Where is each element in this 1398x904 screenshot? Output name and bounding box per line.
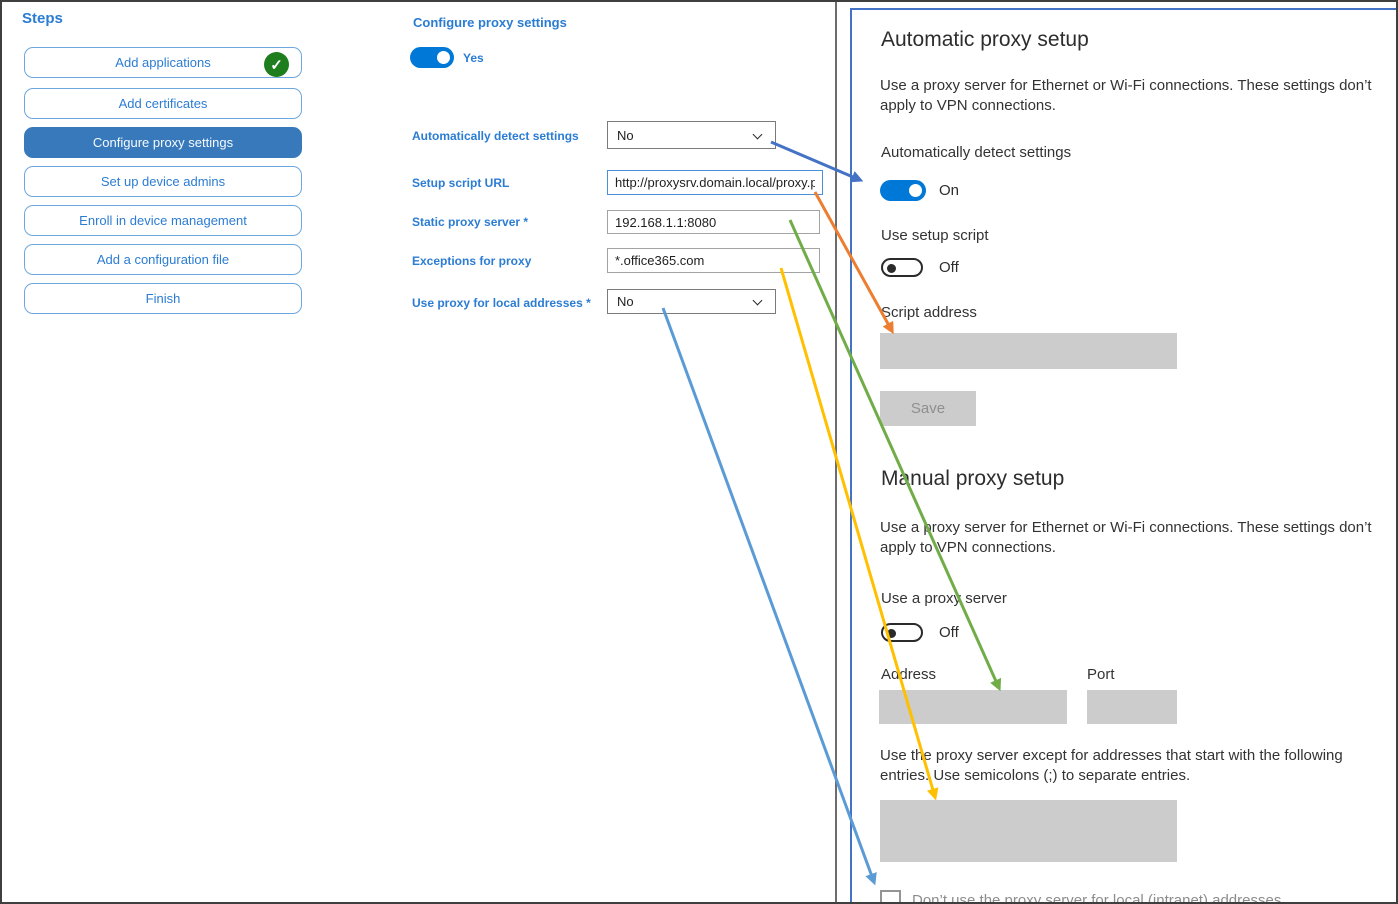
chevron-down-icon [752,129,763,140]
step-label: Finish [145,291,181,306]
use-setup-script-toggle[interactable] [881,258,923,277]
use-setup-script-state: Off [939,259,959,276]
port-label: Port [1087,666,1115,683]
save-button[interactable]: Save [880,391,976,426]
step-add-certificates[interactable]: Add certificates [24,88,302,119]
windows-proxy-settings-panel: Automatic proxy setup Use a proxy server… [850,8,1396,904]
step-set-up-device-admins[interactable]: Set up device admins [24,166,302,197]
field-label-local-addresses: Use proxy for local addresses * [412,296,591,310]
step-label: Add applications [115,55,211,70]
detect-settings-state: On [939,182,960,199]
local-addresses-dropdown[interactable]: No [607,289,776,314]
static-proxy-server-input[interactable] [607,210,820,234]
address-field[interactable] [879,690,1067,724]
field-label-static-proxy: Static proxy server * [412,215,529,229]
configure-proxy-toggle[interactable] [410,47,454,68]
step-finish[interactable]: Finish [24,283,302,314]
dropdown-value: No [617,294,634,309]
automatic-proxy-title: Automatic proxy setup [881,28,1089,51]
use-proxy-server-label: Use a proxy server [881,590,1007,607]
step-enroll-in-device-management[interactable]: Enroll in device management [24,205,302,236]
local-intranet-checkbox[interactable] [880,890,901,902]
exceptions-field[interactable] [880,800,1177,862]
port-field[interactable] [1087,690,1177,724]
dropdown-value: No [617,127,634,143]
script-address-field[interactable] [880,333,1177,369]
detect-settings-toggle[interactable] [880,180,926,201]
manual-proxy-description: Use a proxy server for Ethernet or Wi-Fi… [880,519,1372,556]
exceptions-description: Use the proxy server except for addresse… [880,747,1343,784]
step-add-a-configuration-file[interactable]: Add a configuration file [24,244,302,275]
configure-proxy-toggle-label: Yes [463,51,484,65]
step-label: Enroll in device management [79,213,247,228]
address-label: Address [881,666,937,683]
local-address-arrow [661,307,877,886]
proxy-exceptions-input[interactable] [607,248,820,273]
step-configure-proxy-settings[interactable]: Configure proxy settings [24,127,302,158]
panel-divider [835,2,837,902]
setup-script-url-input[interactable] [607,170,823,195]
field-label-detect: Automatically detect settings [412,129,579,143]
completed-check-icon: ✓ [264,52,289,77]
step-add-applications[interactable]: Add applications [24,47,302,78]
automatic-proxy-description: Use a proxy server for Ethernet or Wi-Fi… [880,77,1372,114]
field-label-exceptions: Exceptions for proxy [412,254,532,268]
local-intranet-checkbox-label: Don’t use the proxy server for local (in… [912,892,1282,904]
step-label: Add a configuration file [96,252,230,267]
script-address-label: Script address [881,304,977,321]
step-label: Set up device admins [100,174,226,189]
detect-settings-dropdown[interactable]: No [607,121,776,149]
chevron-down-icon [752,295,763,306]
use-setup-script-label: Use setup script [881,227,989,244]
form-title: Configure proxy settings [413,15,567,30]
manual-proxy-title: Manual proxy setup [881,467,1065,490]
field-label-script-url: Setup script URL [412,176,510,190]
use-proxy-server-state: Off [939,624,959,641]
use-proxy-server-toggle[interactable] [881,623,923,642]
step-label: Add certificates [118,96,208,111]
step-label: Configure proxy settings [92,135,234,150]
steps-title: Steps [22,10,63,27]
detect-settings-label: Automatically detect settings [881,144,1072,161]
